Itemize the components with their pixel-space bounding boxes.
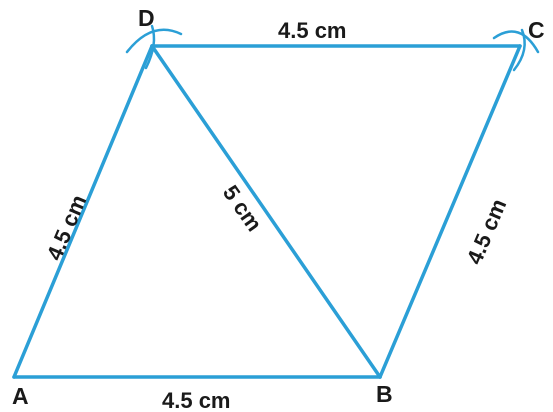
- measure-label-dc: 4.5 cm: [278, 18, 347, 43]
- construction-arc-c-2: [512, 28, 526, 72]
- measure-label-ab: 4.5 cm: [162, 388, 231, 412]
- construction-arc-c: [492, 30, 540, 54]
- side-bc: [378, 44, 522, 379]
- vertex-label-c: C: [528, 17, 545, 43]
- measure-label-ad: 4.5 cm: [42, 191, 92, 264]
- diagonal-bd: [150, 44, 382, 379]
- vertex-label-a: A: [12, 383, 29, 409]
- vertex-label-d: D: [138, 5, 155, 31]
- vertex-label-b: B: [376, 381, 393, 407]
- construction-arc-d-2: [144, 24, 156, 70]
- measure-label-bc: 4.5 cm: [462, 195, 512, 268]
- side-ad: [12, 44, 154, 379]
- measure-label-bd: 5 cm: [218, 181, 267, 236]
